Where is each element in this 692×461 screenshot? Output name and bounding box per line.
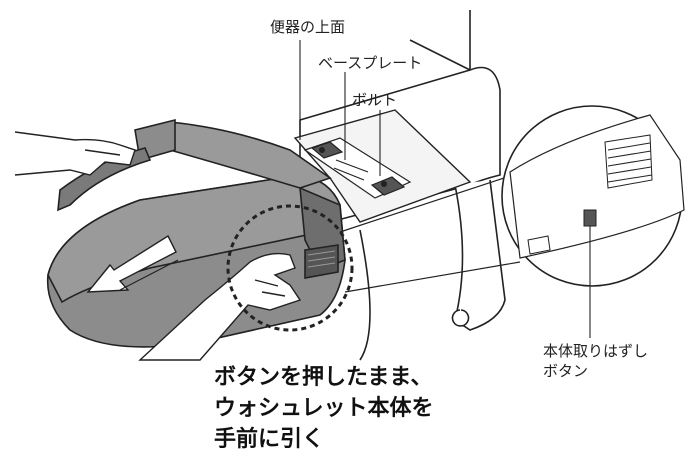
label-leaders bbox=[299, 40, 591, 338]
instruction-text: ボタンを押したまま、 ウォシュレット本体を 手前に引く bbox=[214, 362, 434, 455]
pull-direction-arrow bbox=[86, 234, 179, 293]
label-release-button-1: 本体取りはずし bbox=[543, 342, 649, 360]
release-button bbox=[583, 209, 597, 227]
hand-left bbox=[14, 131, 136, 176]
instruction-line-3: 手前に引く bbox=[214, 427, 325, 452]
vent-grille bbox=[604, 134, 653, 189]
label-toilet-top: 便器の上面 bbox=[270, 18, 346, 36]
callout-magnified bbox=[501, 105, 685, 287]
hand-right bbox=[138, 252, 302, 361]
instruction-line-2: ウォシュレット本体を bbox=[214, 396, 434, 421]
focus-circle bbox=[226, 204, 354, 332]
callout-connectors bbox=[339, 175, 521, 293]
instruction-line-1: ボタンを押したまま、 bbox=[214, 365, 433, 390]
label-base-plate: ベースプレート bbox=[318, 54, 423, 72]
label-release-button-2: ボタン bbox=[543, 362, 589, 380]
bolt bbox=[319, 147, 387, 187]
label-bolt: ボルト bbox=[352, 91, 398, 109]
